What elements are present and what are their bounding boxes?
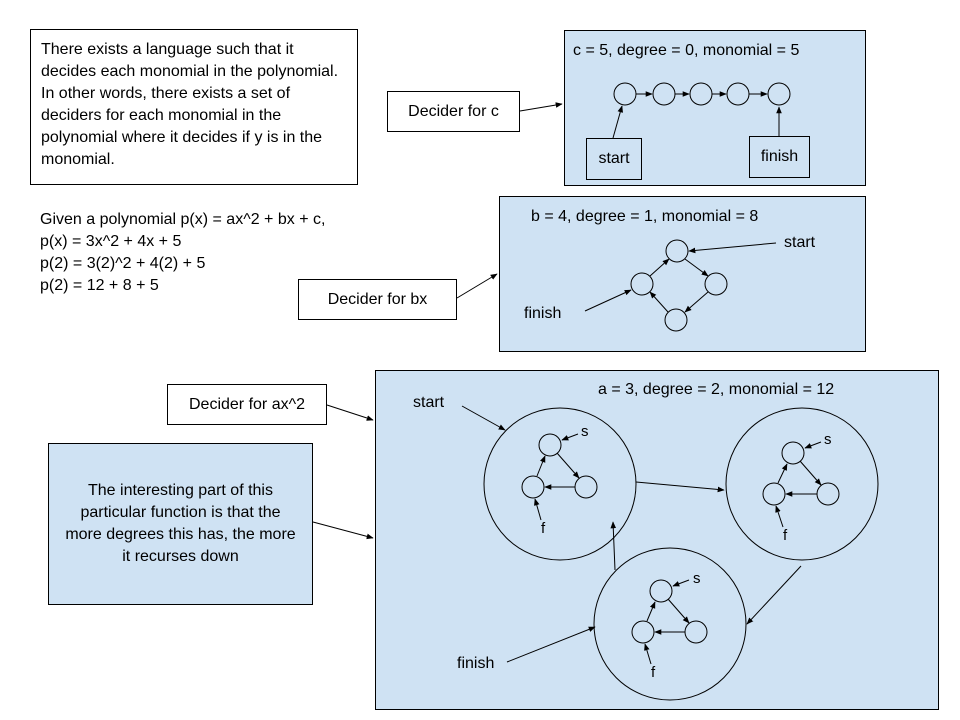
decider-ax2-start-text: start <box>413 394 445 411</box>
arrow-c-label-to-panel <box>519 102 563 112</box>
bx-edge <box>684 258 709 277</box>
mini-edge <box>536 455 546 477</box>
ax2-subdecider-circle-left <box>483 407 637 561</box>
arrow-ax2-label-to-panel <box>326 404 374 421</box>
ax2-subdecider-circle-right <box>725 407 879 561</box>
decider-c-finish-text: finish <box>760 148 799 165</box>
c-node <box>726 82 750 106</box>
ax2-start-arrow <box>461 405 506 431</box>
polynomial-line: p(2) = 12 + 8 + 5 <box>40 277 159 294</box>
bx-start-arrow <box>688 242 777 254</box>
decider-ax2-label-text: Decider for ax^2 <box>189 395 305 413</box>
decider-c-label: Decider for c <box>387 91 520 132</box>
mini-start-arrow <box>672 579 690 587</box>
recursion-note: The interesting part of this particular … <box>48 443 313 605</box>
mini-node <box>538 433 562 457</box>
ax2-edge-left-to-right <box>635 481 725 493</box>
mini-node <box>649 579 673 603</box>
decider-ax2-panel <box>375 370 939 710</box>
decider-ax2-graph <box>461 405 879 701</box>
mini-edge <box>667 598 690 624</box>
mini-finish-label: f <box>541 520 546 537</box>
mini-edge <box>556 452 580 479</box>
decider-bx-label-text: Decider for bx <box>327 290 428 308</box>
c-node <box>689 82 713 106</box>
mini-node <box>631 620 655 644</box>
polynomial-line: p(2) = 3(2)^2 + 4(2) + 5 <box>40 255 206 272</box>
bx-node <box>665 239 689 263</box>
intro-note-text: There exists a language such that it dec… <box>41 41 339 168</box>
mini-node <box>684 620 708 644</box>
decider-c-start-text: start <box>598 150 630 167</box>
c-node <box>613 82 637 106</box>
decider-bx-header: b = 4, degree = 1, monomial = 8 <box>531 208 759 225</box>
arrow-bx-label-to-panel <box>456 273 498 299</box>
ax2-finish-arrow <box>506 626 596 663</box>
mini-start-label: s <box>693 570 701 587</box>
bx-finish-arrow <box>584 289 632 312</box>
polynomial-line: p(x) = 3x^2 + 4x + 5 <box>40 233 182 250</box>
decider-c-panel <box>564 30 866 186</box>
decider-bx-start-text: start <box>784 234 816 251</box>
mini-finish-arrow <box>644 643 652 665</box>
mini-node <box>816 482 840 506</box>
mini-node <box>762 482 786 506</box>
c-start-arrow <box>612 105 623 139</box>
ax2-edge-bottom-to-left <box>610 521 617 571</box>
c-node <box>767 82 791 106</box>
decider-bx-graph <box>584 239 777 332</box>
bx-edge <box>684 291 709 313</box>
intro-note: There exists a language such that it dec… <box>30 29 358 185</box>
mini-finish-label: f <box>783 527 788 544</box>
decider-ax2-header: a = 3, degree = 2, monomial = 12 <box>598 381 835 398</box>
mini-finish-arrow <box>775 505 784 528</box>
bx-node <box>630 272 654 296</box>
ax2-subdecider-circle-bottom <box>593 547 747 701</box>
decider-bx-panel <box>499 196 866 352</box>
recursion-note-text: The interesting part of this particular … <box>65 482 296 565</box>
mini-edge <box>799 460 822 486</box>
mini-start-arrow <box>804 441 822 449</box>
decider-ax2-finish-text: finish <box>457 655 495 672</box>
decider-bx-label: Decider for bx <box>298 279 457 320</box>
mini-edge <box>777 463 788 484</box>
decider-c-label-text: Decider for c <box>408 102 499 120</box>
mini-start-label: s <box>581 423 589 440</box>
mini-node <box>781 441 805 465</box>
bx-edge <box>649 258 670 277</box>
mini-finish-arrow <box>534 498 542 521</box>
polynomial-text: Given a polynomial p(x) = ax^2 + bx + c,… <box>40 209 400 297</box>
mini-finish-label: f <box>651 664 656 681</box>
bx-node <box>704 272 728 296</box>
c-node <box>652 82 676 106</box>
mini-node <box>521 475 545 499</box>
decider-c-graph <box>612 82 791 139</box>
mini-edge <box>646 601 656 622</box>
decider-ax2-label: Decider for ax^2 <box>167 384 327 425</box>
decider-c-header: c = 5, degree = 0, monomial = 5 <box>573 42 800 59</box>
bx-edge <box>649 291 669 313</box>
decider-c-finish-box: finish <box>749 136 810 178</box>
polynomial-line: Given a polynomial p(x) = ax^2 + bx + c, <box>40 211 326 228</box>
bx-node <box>664 308 688 332</box>
decider-c-start-box: start <box>586 138 642 180</box>
mini-start-label: s <box>824 431 832 448</box>
mini-start-arrow <box>561 433 579 441</box>
decider-bx-finish-text: finish <box>524 305 562 322</box>
ax2-edge-right-to-bottom <box>746 565 802 625</box>
mini-node <box>574 475 598 499</box>
arrow-note-to-panel <box>312 521 374 540</box>
